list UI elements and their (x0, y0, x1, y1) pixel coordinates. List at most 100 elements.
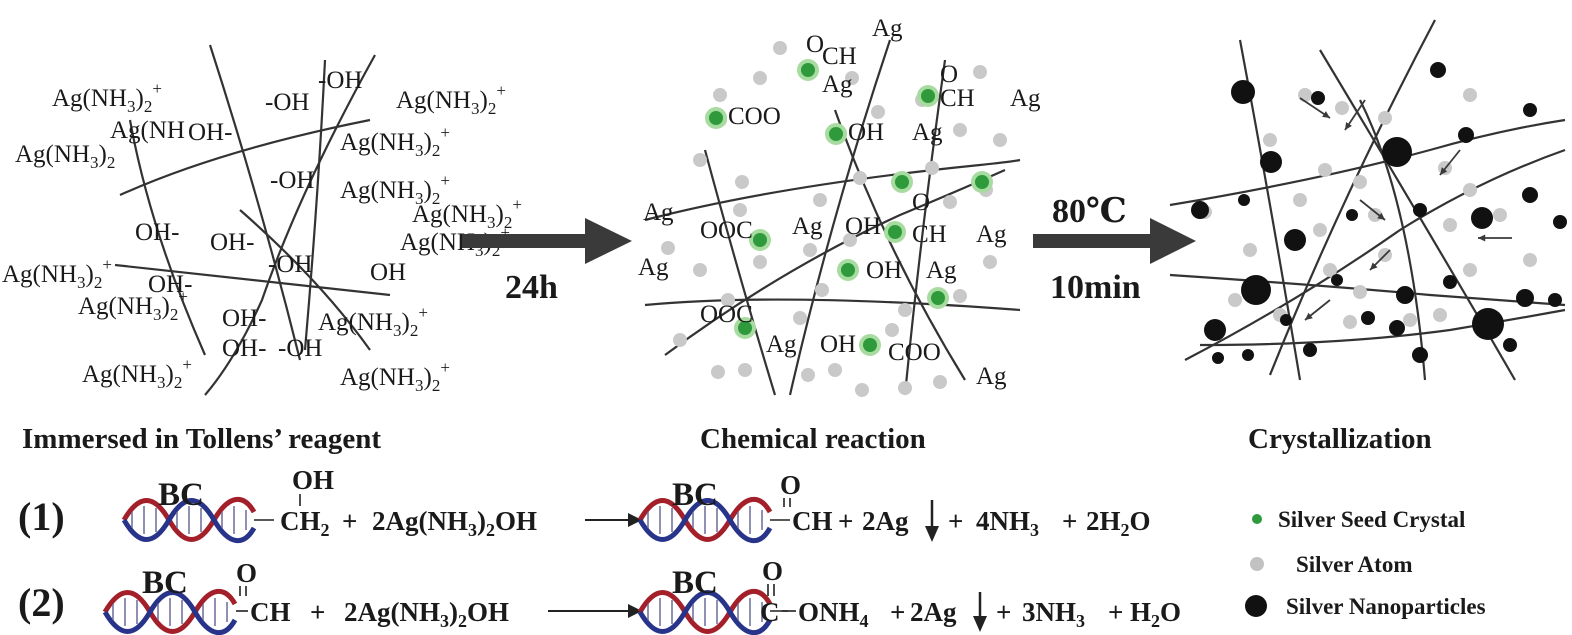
silver-nanoparticle (1303, 343, 1317, 357)
svg-text:+: + (890, 597, 905, 627)
seed-crystal (863, 338, 877, 352)
silver-atom (1463, 263, 1477, 277)
seed-crystal (709, 111, 723, 125)
silver-atom (1228, 293, 1242, 307)
aldehyde-o-3: O (912, 189, 930, 216)
silver-nanoparticle (1472, 308, 1504, 340)
complex-label-11: Ag(NH3)2+ (318, 303, 428, 340)
silver-atom (1403, 313, 1417, 327)
svg-text:+: + (948, 506, 963, 536)
silver-nanoparticle (1231, 80, 1255, 104)
silver-atom (983, 255, 997, 269)
seed-crystal (829, 127, 843, 141)
seed-crystal (931, 291, 945, 305)
svg-text:+: + (996, 597, 1011, 627)
silver-atom (1378, 111, 1392, 125)
hydroxyl-label-5: OH- (135, 219, 179, 246)
seed-crystal (888, 225, 902, 239)
svg-text:BC: BC (672, 477, 718, 513)
complex-label-9: Ag(NH3)2+ (78, 287, 188, 324)
silver-nanoparticle (1522, 187, 1538, 203)
aldehyde-o-1: O (806, 31, 824, 58)
silver-nanoparticle (1548, 293, 1562, 307)
silver-nanoparticle (1260, 151, 1282, 173)
hydroxyl-label-8: OH- (148, 271, 192, 298)
migration-arrowhead-icon (1478, 234, 1486, 242)
silver-atom (1263, 133, 1277, 147)
legend-atom-label: Silver Atom (1296, 552, 1412, 577)
middle-seed-crystals (705, 59, 993, 356)
svg-text:+: + (1108, 597, 1123, 627)
silver-nanoparticle (1191, 201, 1209, 219)
arrow-24h-shape (462, 218, 632, 264)
complex-label-12: Ag(NH3)2+ (340, 358, 450, 395)
silver-atom (1443, 218, 1457, 232)
right-fiber-network (1169, 19, 1566, 381)
silver-atom (885, 323, 899, 337)
carboxyl-label-2: COO (888, 339, 941, 366)
silver-atom (1463, 183, 1477, 197)
hydroxyl-mid-3: OH (866, 257, 902, 284)
silver-atom (1343, 315, 1357, 329)
complex-label-2: Ag(NH (110, 117, 185, 144)
complex-label-13: OH (370, 259, 406, 286)
svg-text:C: C (760, 597, 780, 627)
silver-nanoparticle (1346, 209, 1358, 221)
silver-atom (711, 365, 725, 379)
complex-label-6: Ag(NH3)2+ (340, 171, 450, 208)
silver-atom (693, 263, 707, 277)
seed-crystal (738, 321, 752, 335)
legend-seed-label: Silver Seed Crystal (1278, 507, 1465, 532)
hydroxyl-mid-1: OH (848, 119, 884, 146)
migration-arrowhead-icon (1377, 212, 1385, 220)
left-fiber-network (114, 44, 391, 396)
equation-1-number: (1) (18, 494, 65, 539)
seed-crystal (753, 233, 767, 247)
silver-atom (953, 123, 967, 137)
hydroxyl-mid-2: OH (845, 213, 881, 240)
carboxyl-rev-label-2: OOC (700, 301, 753, 328)
silver-label-4: Ag (912, 119, 943, 146)
silver-atom (871, 105, 885, 119)
migration-arrowhead-icon (1370, 262, 1378, 270)
svg-text:2Ag(NH3)2OH: 2Ag(NH3)2OH (344, 597, 509, 631)
silver-atom (853, 171, 867, 185)
silver-atom (993, 133, 1007, 147)
aldehyde-o-2: O (940, 61, 958, 88)
silver-nanoparticle (1553, 215, 1567, 229)
silver-atom (815, 283, 829, 297)
silver-label-7: Ag (976, 221, 1007, 248)
silver-atom (1463, 88, 1477, 102)
complex-label-1: Ag(NH3)2+ (52, 79, 162, 116)
arrow-time-label: 10min (1050, 269, 1141, 306)
migration-arrowhead-icon (1305, 312, 1313, 320)
svg-text:+: + (1062, 506, 1077, 536)
silver-nanoparticle (1331, 274, 1343, 286)
silver-label-1: Ag (822, 71, 853, 98)
seed-crystal (921, 89, 935, 103)
silver-nanoparticle (1413, 203, 1427, 217)
svg-text:+: + (342, 506, 357, 536)
panel-captions: Immersed in Tollens’ reagent Chemical re… (22, 423, 1432, 455)
legend-atom-marker (1250, 557, 1264, 571)
silver-nanoparticle (1412, 347, 1428, 363)
seed-crystal (841, 263, 855, 277)
caption-right: Crystallization (1248, 423, 1432, 455)
silver-atom (845, 71, 859, 85)
silver-label-3: Ag (1010, 85, 1041, 112)
silver-nanoparticle (1458, 127, 1474, 143)
silver-nanoparticle (1503, 338, 1517, 352)
silver-nanoparticle (1361, 311, 1375, 325)
silver-nanoparticle (1396, 286, 1414, 304)
arrow-temp-label: 80℃ (1052, 193, 1127, 230)
eq1-oh-top: OH (292, 465, 334, 495)
svg-text:H2O: H2O (1130, 597, 1181, 631)
silver-atom (1353, 175, 1367, 189)
svg-text:O: O (762, 556, 783, 586)
silver-nanoparticle (1284, 229, 1306, 251)
silver-atom (898, 303, 912, 317)
silver-label-5: Ag (643, 199, 674, 226)
arrow-80c-shape (1033, 218, 1196, 264)
silver-atom (973, 65, 987, 79)
seed-crystal (975, 175, 989, 189)
